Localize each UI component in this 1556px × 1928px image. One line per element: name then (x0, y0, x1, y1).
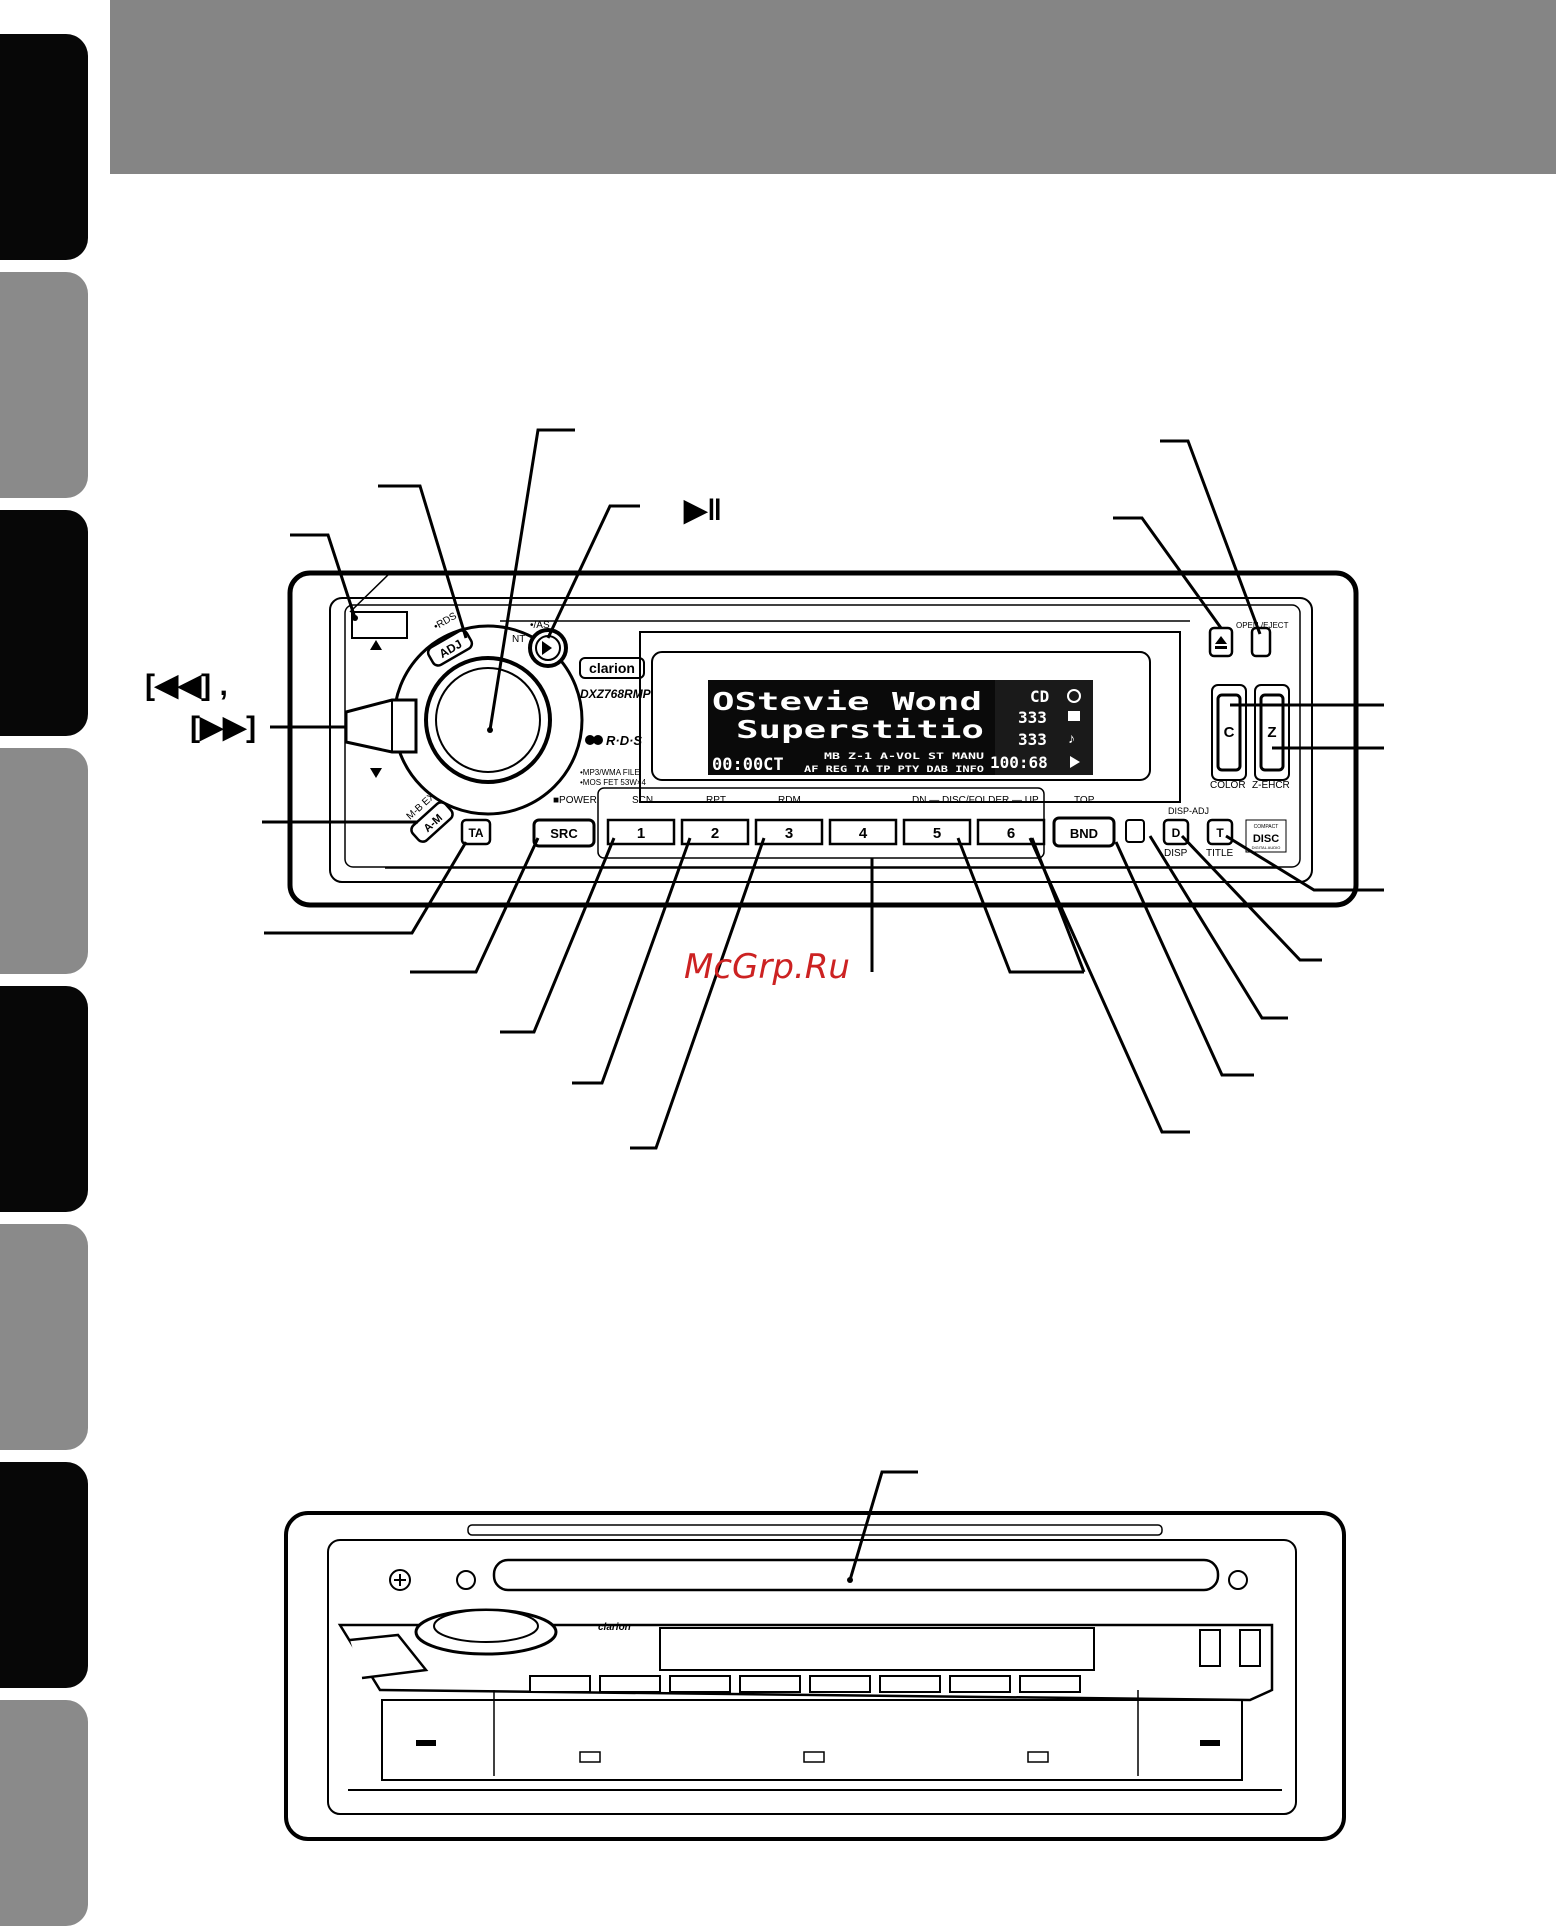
lcd-right1: CD (1030, 687, 1049, 706)
scn-label: SCN (632, 795, 653, 806)
svg-text:DISC: DISC (1253, 833, 1279, 845)
rdm-label: RDM (778, 795, 801, 806)
preset-button-4[interactable]: 4 (828, 818, 898, 846)
svg-text:COMPACT: COMPACT (1254, 824, 1279, 830)
display-window-outer (639, 631, 1181, 803)
am-button[interactable]: A-M (409, 800, 455, 844)
svg-text:BND: BND (1070, 826, 1098, 841)
bnd-button[interactable]: BND (1052, 816, 1116, 848)
preset-button-1[interactable]: 1 (606, 818, 676, 846)
svg-text:T: T (1216, 826, 1224, 840)
disp-adj-label: DISP-ADJ (1168, 806, 1209, 816)
lcd-right2: 333 (1018, 708, 1047, 727)
skip-back-label: [◀◀] , (145, 669, 228, 702)
svg-text:C: C (1224, 724, 1235, 741)
svg-text:D: D (1172, 826, 1181, 840)
svg-text:1: 1 (637, 825, 645, 842)
ir-sensor (1125, 819, 1145, 843)
cd-disc-icon (1067, 689, 1081, 703)
lcd-right4: 100:68 (990, 753, 1048, 772)
watermark: McGrp.Ru (684, 947, 850, 987)
as-label: •/AS (530, 620, 550, 631)
compact-disc-logo: COMPACT DISC DIGITAL AUDIO (1245, 819, 1287, 853)
disc-folder-label: DN — DISC/FOLDER — UP (912, 795, 1039, 806)
lcd-line1: OStevie Wond (712, 687, 982, 716)
rpt-label: RPT (706, 795, 726, 806)
svg-text:5: 5 (933, 825, 941, 842)
callout-dot-dial (487, 727, 493, 733)
svg-text:Z: Z (1267, 724, 1276, 741)
open-eject-label: OPEN /EJECT (1236, 621, 1289, 630)
nt-label: NT (512, 634, 525, 645)
lcd-time: 00:00CT (712, 755, 784, 775)
seek-lever[interactable] (344, 698, 418, 754)
lcd-row3a: MB Z-1 A-VOL ST MANU (824, 752, 984, 762)
color-label: COLOR (1210, 780, 1246, 791)
svg-text:R·D·S: R·D·S (606, 733, 642, 748)
side-tab-1 (0, 34, 88, 260)
svg-text:clarion: clarion (598, 1622, 631, 1633)
zehcr-label: Z-EHCR (1252, 780, 1290, 791)
side-tab-8 (0, 1700, 88, 1926)
src-button[interactable]: SRC (532, 818, 596, 848)
open-button[interactable] (1250, 626, 1272, 658)
svg-text:2: 2 (711, 825, 719, 842)
play-indicator-icon (1070, 756, 1080, 768)
side-tab-2 (0, 272, 88, 498)
brand-badge (579, 657, 645, 679)
play-pause-button[interactable] (528, 628, 568, 668)
rds-logo: R·D·S (585, 733, 642, 748)
header-bar (110, 0, 1556, 174)
callout-dot-slot (847, 1577, 853, 1583)
color-button[interactable]: C (1211, 684, 1247, 781)
skip-icons (370, 640, 382, 778)
callout-lines (262, 428, 1384, 1150)
feature-mp3: •MP3/WMA FILE (580, 768, 640, 777)
callout-dot-release (352, 615, 358, 621)
eject-button[interactable] (1208, 626, 1234, 658)
ta-button[interactable]: TA (460, 818, 492, 846)
svg-text:DIGITAL AUDIO: DIGITAL AUDIO (1252, 845, 1281, 850)
svg-text:TA: TA (468, 826, 483, 840)
side-tab-3 (0, 510, 88, 736)
model-name: DXZ768RMP (580, 687, 652, 701)
play-pause-symbol: ▶‖ (683, 494, 722, 527)
svg-text:6: 6 (1007, 825, 1015, 842)
adj-button[interactable]: ADJ (426, 628, 474, 667)
lcd-line2: Superstitio (736, 715, 984, 744)
zehcr-button[interactable]: Z (1254, 684, 1290, 781)
folder-icon (1068, 711, 1080, 721)
callout-disc-slot (848, 1470, 918, 1581)
lcd-screen: OStevie Wond Superstitio 00:00CT MB Z-1 … (708, 680, 1093, 775)
power-label: ■POWER (553, 795, 597, 806)
feature-mosfet: •MOS FET 53W×4 (580, 778, 647, 787)
side-tab-6 (0, 1224, 88, 1450)
skip-forward-label: [▶▶] (190, 711, 256, 744)
side-tab-4 (0, 748, 88, 974)
music-note-icon: ♪ (1068, 730, 1075, 746)
brand-logo: clarion (589, 660, 635, 676)
title-button[interactable]: T (1206, 818, 1234, 846)
preset-button-2[interactable]: 2 (680, 818, 750, 846)
lcd-row3b: AF REG TA TP PTY DAB INFO (804, 765, 985, 775)
volume-dial[interactable] (392, 624, 584, 816)
lcd-right3: 333 (1018, 730, 1047, 749)
disp-label: DISP (1164, 848, 1188, 859)
side-tab-7 (0, 1462, 88, 1688)
faceplate-open-view: clarion (284, 1511, 1346, 1841)
title-label: TITLE (1206, 848, 1234, 859)
top-label: TOP (1074, 795, 1095, 806)
svg-text:SRC: SRC (550, 826, 578, 841)
svg-text:4: 4 (859, 825, 868, 842)
side-tab-5 (0, 986, 88, 1212)
preset-button-3[interactable]: 3 (754, 818, 824, 846)
svg-text:3: 3 (785, 825, 793, 842)
